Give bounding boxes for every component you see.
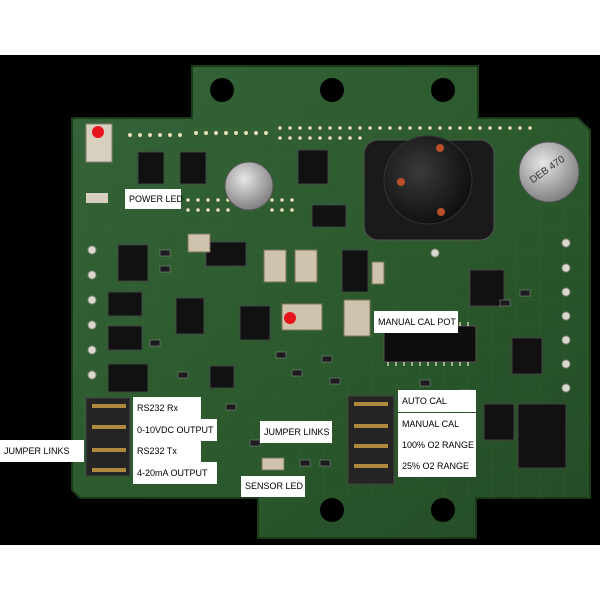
label-jumper-links-center: JUMPER LINKS [260,421,332,443]
mounting-hole [210,78,234,102]
label-100-o2-range: 100% O2 RANGE [398,434,476,456]
label-4-20ma-output: 4-20mA OUTPUT [133,462,217,484]
label-rs232-rx: RS232 Rx [133,397,201,420]
mounting-hole [320,498,344,522]
power-led-indicator [92,126,104,138]
label-jumper-links-left: JUMPER LINKS [0,440,84,462]
label-manual-cal-pot: MANUAL CAL POT [374,311,458,333]
mounting-hole [320,78,344,102]
label-25-o2-range: 25% O2 RANGE [398,455,476,477]
label-rs232-tx: RS232 Tx [133,440,201,463]
mounting-hole [431,498,455,522]
label-auto-cal: AUTO CAL [398,390,476,412]
label-power-led: POWER LED [125,189,183,209]
mounting-hole [431,78,455,102]
label-0-10vdc-output: 0-10VDC OUTPUT [133,419,217,441]
label-sensor-led: SENSOR LED [241,476,305,497]
label-manual-cal: MANUAL CAL [398,413,476,435]
manual-cal-pot-dial [284,312,296,324]
